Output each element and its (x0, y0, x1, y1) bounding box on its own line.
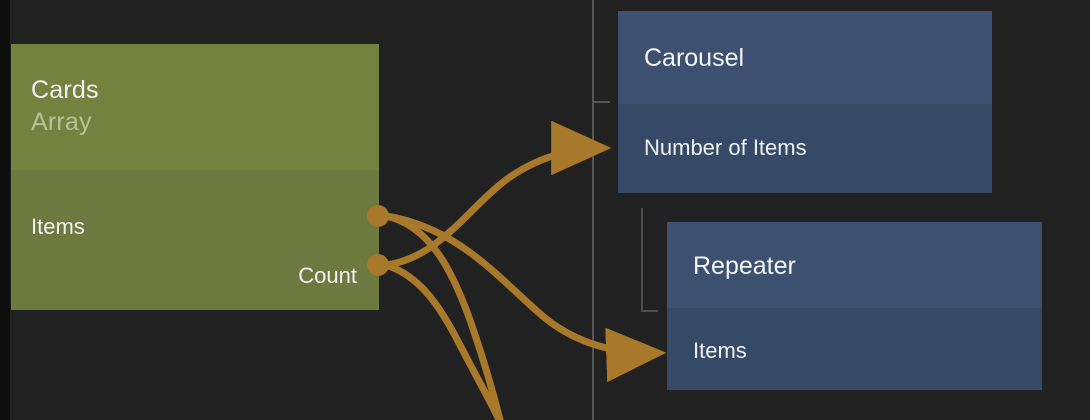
node-carousel-body[interactable]: Number of Items (618, 104, 992, 193)
vertical-guide-line (592, 0, 594, 420)
node-cards-header[interactable]: Cards Array (11, 44, 379, 170)
repeater-bracket-foot (641, 310, 658, 312)
left-gutter (0, 0, 10, 420)
node-cards-subtitle: Array (31, 108, 92, 136)
node-repeater-title: Repeater (693, 252, 796, 280)
wire-count-to-offscreen-below (382, 261, 503, 420)
node-cards-port-count-label[interactable]: Count (298, 263, 357, 288)
node-cards-title: Cards (31, 76, 99, 104)
node-cards-body[interactable]: Items Count (11, 170, 379, 310)
node-cards[interactable]: Cards Array Items Count (11, 44, 379, 310)
wire-count-to-carousel-number-of-items (382, 120, 612, 269)
guide-tick-mark (594, 101, 610, 103)
node-carousel-title: Carousel (644, 44, 745, 72)
node-carousel[interactable]: Carousel Number of Items (618, 11, 992, 193)
node-carousel-field-number-of-items[interactable]: Number of Items (644, 135, 807, 160)
node-cards-port-items-label[interactable]: Items (31, 214, 85, 239)
node-repeater-body[interactable]: Items (667, 308, 1042, 390)
node-carousel-header[interactable]: Carousel (618, 11, 992, 104)
wire-items-to-repeater-items (382, 212, 667, 383)
repeater-bracket-line (641, 208, 643, 312)
wire-items-to-offscreen-below (382, 212, 504, 420)
node-repeater[interactable]: Repeater Items (667, 222, 1042, 390)
node-repeater-header[interactable]: Repeater (667, 222, 1042, 308)
node-repeater-field-items[interactable]: Items (693, 338, 747, 363)
